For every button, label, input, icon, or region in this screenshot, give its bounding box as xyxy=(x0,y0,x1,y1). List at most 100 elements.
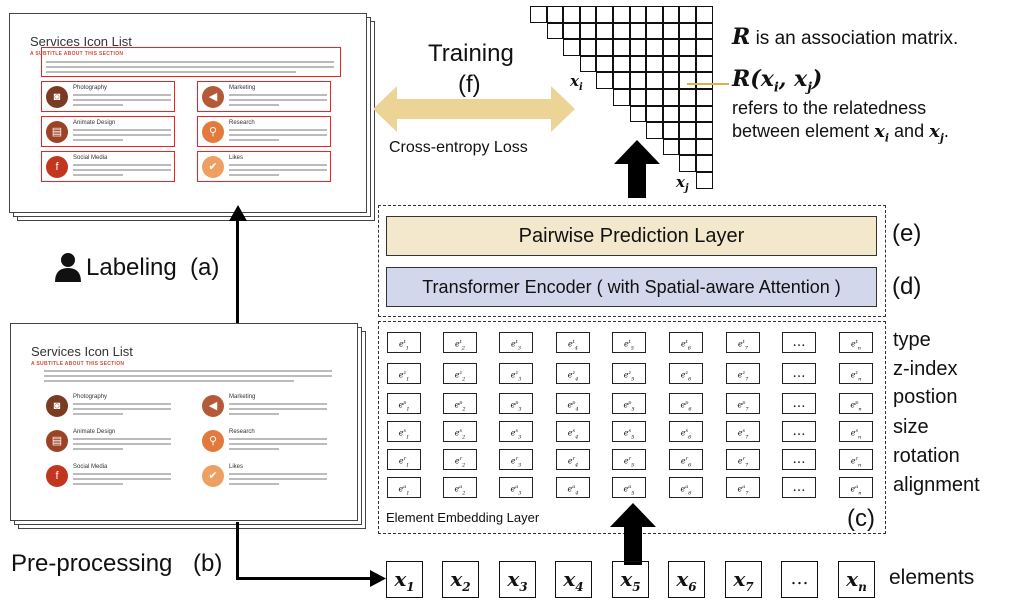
embedding-cell: … xyxy=(782,393,816,414)
embedding-cell: ez5 xyxy=(612,363,646,384)
matrix-col-label: xj xyxy=(676,173,689,194)
feature-label: size xyxy=(893,416,929,438)
film-icon: ▤ xyxy=(46,430,68,452)
feature-label: type xyxy=(893,329,931,351)
element-box: x2 xyxy=(442,561,479,598)
embedding-cell: epn xyxy=(839,393,873,414)
embedding-cell: ep7 xyxy=(726,393,760,414)
embedding-cell: ez1 xyxy=(387,363,421,384)
embedding-cell: … xyxy=(782,363,816,384)
embedding-cell: ea3 xyxy=(499,477,533,498)
matrix-cell xyxy=(679,105,696,123)
embedding-cell: … xyxy=(782,421,816,442)
embedding-cell: et6 xyxy=(669,332,703,353)
matrix-cell xyxy=(629,105,647,123)
association-matrix xyxy=(530,6,713,196)
element-box: xn xyxy=(838,561,875,598)
prediction-module-frame xyxy=(378,205,886,317)
film-icon: ▤ xyxy=(46,121,68,143)
transformer-tag: (d) xyxy=(892,273,922,300)
service-item: ◀Marketing xyxy=(197,81,331,112)
matrix-cell xyxy=(579,22,597,40)
service-item: ⚲Research xyxy=(198,426,332,457)
matrix-cell xyxy=(646,22,663,40)
matrix-cell xyxy=(662,89,680,106)
matrix-cell xyxy=(662,122,680,139)
doc-subtitle: A SUBTITLE ABOUT THIS SECTION xyxy=(31,361,125,367)
service-name: Marketing xyxy=(229,394,256,400)
training-label: Training xyxy=(428,40,514,67)
preprocessing-label: Pre-processing xyxy=(11,550,173,577)
matrix-cell xyxy=(696,155,713,172)
element-box: x3 xyxy=(499,561,536,598)
element-box: x4 xyxy=(555,561,592,598)
raw-document: Services Icon List A SUBTITLE ABOUT THIS… xyxy=(10,323,358,521)
embedding-cell: ez7 xyxy=(726,363,760,384)
feature-label: postion xyxy=(893,386,958,408)
service-name: Likes xyxy=(229,155,244,161)
embedding-cell: ea4 xyxy=(556,477,590,498)
service-name: Photography xyxy=(73,85,108,91)
feature-label: rotation xyxy=(893,445,960,467)
magnifier-icon: ⚲ xyxy=(202,430,224,452)
matrix-cell xyxy=(613,72,630,89)
matrix-cell xyxy=(629,39,647,56)
embedding-cell: es4 xyxy=(556,421,590,442)
matrix-entry-symbol: R(xi, xj) xyxy=(732,66,823,96)
matrix-cell xyxy=(662,22,680,40)
magnifier-icon: ⚲ xyxy=(202,121,224,143)
embedding-cell: ern xyxy=(839,449,873,470)
embedding-cell: et2 xyxy=(443,332,477,353)
megaphone-icon: ◀ xyxy=(202,395,224,417)
embedding-cell: ean xyxy=(839,477,873,498)
training-double-arrow xyxy=(373,86,575,132)
matrix-cell xyxy=(679,6,696,23)
embedding-cell: … xyxy=(782,449,816,470)
camera-icon: ◙ xyxy=(46,86,68,108)
matrix-cell xyxy=(662,6,680,23)
embedding-cell: ea6 xyxy=(669,477,703,498)
matrix-cell xyxy=(530,6,547,23)
embedding-cell: er2 xyxy=(443,449,477,470)
embedding-cell: … xyxy=(782,477,816,498)
matrix-cell xyxy=(679,55,696,73)
embedding-cell: ep1 xyxy=(387,393,421,414)
embedding-cell: et5 xyxy=(612,332,646,353)
matrix-row-label: xi xyxy=(570,72,583,93)
matrix-cell xyxy=(646,105,663,123)
elements-label: elements xyxy=(889,566,975,589)
embedding-cell: er7 xyxy=(726,449,760,470)
matrix-cell xyxy=(613,39,630,56)
preprocess-arrow-horizontal xyxy=(236,577,374,580)
embedding-cell: es5 xyxy=(612,421,646,442)
matrix-cell xyxy=(596,6,613,23)
embedding-cell: er3 xyxy=(499,449,533,470)
social-icon: f xyxy=(46,465,68,487)
embedding-cell: ep3 xyxy=(499,393,533,414)
service-name: Animate Design xyxy=(73,120,116,126)
input-arrow xyxy=(610,503,656,565)
thumbs-up-icon: ✔ xyxy=(202,156,224,178)
matrix-cell xyxy=(646,89,663,106)
service-item: ◙Photography xyxy=(42,391,176,422)
embedding-cell: et1 xyxy=(387,332,421,353)
element-box: … xyxy=(781,561,818,598)
service-item: ◙ Photography xyxy=(41,81,175,112)
matrix-cell xyxy=(629,6,647,23)
labeling-arrow-shaft xyxy=(236,218,239,323)
matrix-cell xyxy=(662,39,680,56)
preprocessing-tag: (b) xyxy=(193,550,223,577)
embedding-cell: et4 xyxy=(556,332,590,353)
embedding-cell: et3 xyxy=(499,332,533,353)
matrix-cell xyxy=(679,39,696,56)
service-item: ▤ Animate Design xyxy=(41,116,175,147)
feature-label: alignment xyxy=(893,474,980,496)
matrix-cell xyxy=(646,122,663,139)
pairwise-prediction-layer: Pairwise Prediction Layer xyxy=(386,216,877,256)
paragraph-highlight-box xyxy=(41,47,341,77)
embedding-cell: er4 xyxy=(556,449,590,470)
matrix-cell xyxy=(596,55,613,73)
social-icon: f xyxy=(46,156,68,178)
